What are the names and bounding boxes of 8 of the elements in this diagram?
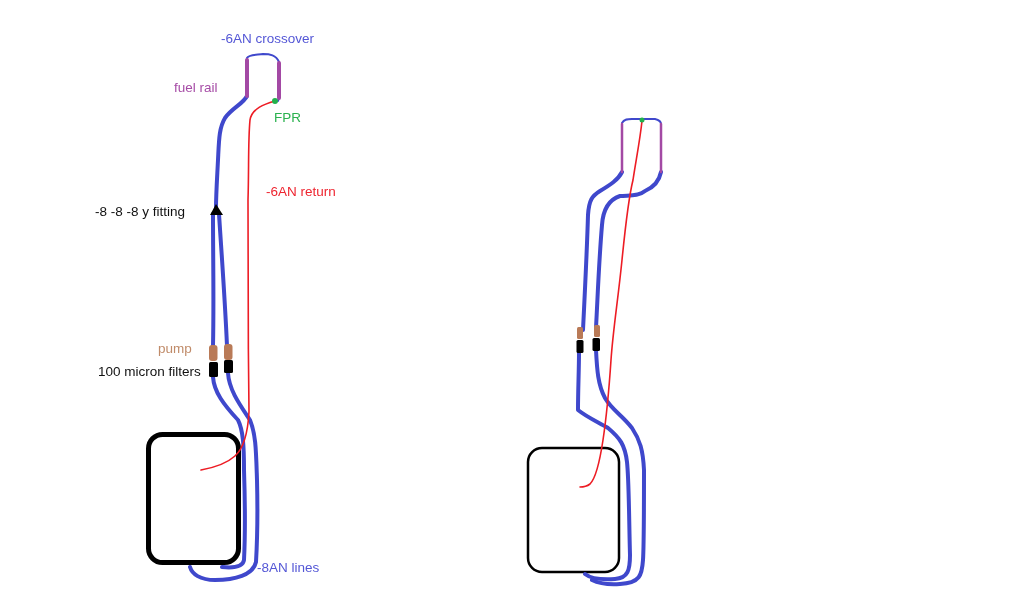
part-label: -8 -8 -8 y fitting	[95, 204, 186, 220]
part-label: pump	[158, 341, 192, 357]
part-label: -6AN crossover	[221, 31, 315, 47]
part-label: fuel rail	[174, 80, 218, 96]
part-label: -6AN return	[266, 184, 336, 200]
part-label: -8AN lines	[257, 560, 320, 576]
part-label: 100 micron filters	[98, 364, 201, 380]
part-label: FPR	[274, 110, 301, 126]
